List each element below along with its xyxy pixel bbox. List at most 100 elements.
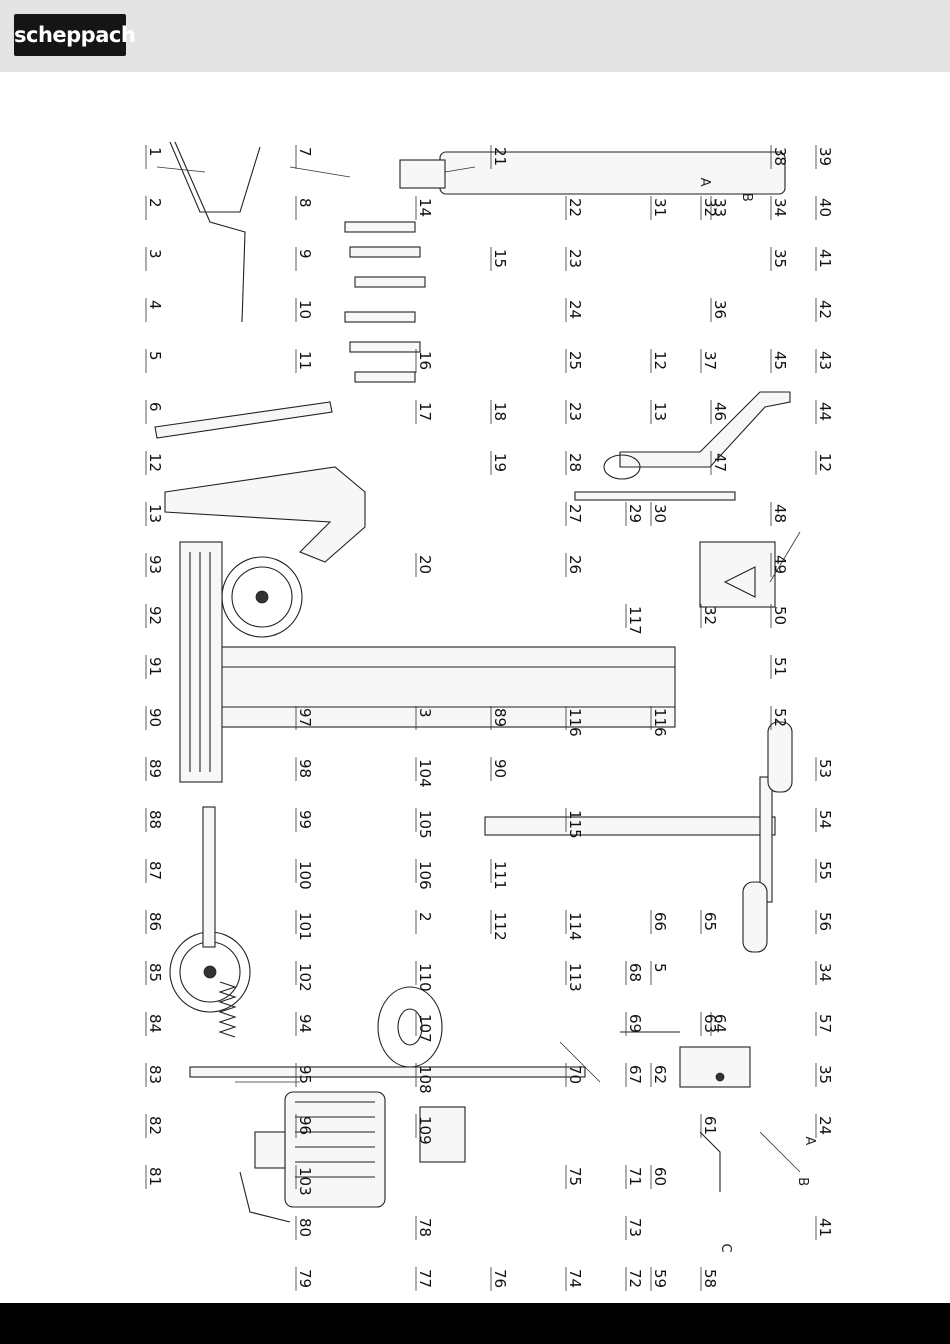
callout-41: 41 [816, 1218, 834, 1237]
return-spring [218, 981, 237, 1038]
callout-51: 51 [771, 657, 789, 676]
callout-13: 13 [146, 504, 164, 523]
callout-19: 19 [491, 453, 509, 472]
callout-44: 44 [816, 402, 834, 421]
callout-15: 15 [491, 249, 509, 268]
callout-5: 5 [651, 963, 669, 973]
callout-88: 88 [146, 810, 164, 829]
port-mark-A: A [697, 178, 712, 187]
callout-3: 3 [146, 249, 164, 259]
control-valve [679, 1046, 751, 1088]
callout-82: 82 [146, 1116, 164, 1135]
callout-57: 57 [816, 1014, 834, 1033]
callout-21: 21 [491, 147, 509, 166]
callout-62: 62 [651, 1065, 669, 1084]
callout-84: 84 [146, 1014, 164, 1033]
callout-20: 20 [416, 555, 434, 574]
callout-48: 48 [771, 504, 789, 523]
callout-78: 78 [416, 1218, 434, 1237]
callout-2: 2 [146, 198, 164, 208]
hydraulic-cylinder [399, 151, 786, 195]
callout-30: 30 [651, 504, 669, 523]
callout-10: 10 [296, 300, 314, 319]
callout-110: 110 [416, 963, 434, 992]
callout-87: 87 [146, 861, 164, 880]
callout-90: 90 [146, 708, 164, 727]
callout-102: 102 [296, 963, 314, 992]
diagram-canvas: 1234561213939291908988878685848382817891… [145, 141, 834, 1314]
callout-28: 28 [566, 453, 584, 472]
handle-grips [742, 721, 793, 953]
callout-72: 72 [626, 1269, 644, 1288]
callout-113: 113 [566, 963, 584, 992]
callout-27: 27 [566, 504, 584, 523]
callout-96: 96 [296, 1116, 314, 1135]
callout-55: 55 [816, 861, 834, 880]
callout-39: 39 [816, 147, 834, 166]
callout-69: 69 [626, 1014, 644, 1033]
callout-89: 89 [491, 708, 509, 727]
callout-90: 90 [491, 759, 509, 778]
callout-14: 14 [416, 198, 434, 217]
callout-86: 86 [146, 912, 164, 931]
callout-70: 70 [566, 1065, 584, 1084]
main-column [214, 646, 676, 728]
callout-49: 49 [771, 555, 789, 574]
callout-31: 31 [651, 198, 669, 217]
callout-117: 117 [626, 606, 644, 635]
port-mark-A: A [802, 1136, 817, 1145]
callout-93: 93 [146, 555, 164, 574]
callout-54: 54 [816, 810, 834, 829]
callout-97: 97 [296, 708, 314, 727]
callout-29: 29 [626, 504, 644, 523]
callout-92: 92 [146, 606, 164, 625]
callout-33: 33 [711, 198, 729, 217]
callout-100: 100 [296, 861, 314, 890]
callout-26: 26 [566, 555, 584, 574]
callout-11: 11 [296, 351, 314, 370]
callout-89: 89 [146, 759, 164, 778]
callout-65: 65 [701, 912, 719, 931]
callout-68: 68 [626, 963, 644, 982]
callout-111: 111 [491, 861, 509, 890]
callout-23: 23 [566, 249, 584, 268]
callout-9: 9 [296, 249, 314, 259]
guide-rod [189, 1066, 586, 1078]
callout-17: 17 [416, 402, 434, 421]
callout-7: 7 [296, 147, 314, 157]
callout-115: 115 [566, 810, 584, 839]
callout-63: 63 [701, 1014, 719, 1033]
callout-60: 60 [651, 1167, 669, 1186]
handle-bar [169, 141, 261, 323]
callout-32: 32 [701, 198, 719, 217]
callout-58: 58 [701, 1269, 719, 1288]
callout-59: 59 [651, 1269, 669, 1288]
callout-12: 12 [816, 453, 834, 472]
callout-35: 35 [771, 249, 789, 268]
callout-45: 45 [771, 351, 789, 370]
callout-75: 75 [566, 1167, 584, 1186]
callout-5: 5 [146, 351, 164, 361]
callout-42: 42 [816, 300, 834, 319]
callout-114: 114 [566, 912, 584, 941]
callout-73: 73 [626, 1218, 644, 1237]
callout-43: 43 [816, 351, 834, 370]
callout-116: 116 [651, 708, 669, 737]
header-bar: scheppach [0, 0, 950, 72]
callout-56: 56 [816, 912, 834, 931]
hydraulic-hoses [239, 1031, 721, 1223]
callout-layer: 1234561213939291908988878685848382817891… [145, 145, 834, 1291]
callout-66: 66 [651, 912, 669, 931]
callout-80: 80 [296, 1218, 314, 1237]
callout-107: 107 [416, 1014, 434, 1043]
callout-50: 50 [771, 606, 789, 625]
callout-34: 34 [816, 963, 834, 982]
callout-52: 52 [771, 708, 789, 727]
callout-71: 71 [626, 1167, 644, 1186]
callout-112: 112 [491, 912, 509, 941]
callout-79: 79 [296, 1269, 314, 1288]
callout-40: 40 [816, 198, 834, 217]
callout-47: 47 [711, 453, 729, 472]
callout-64: 64 [711, 1014, 729, 1033]
linkage-strip [154, 401, 333, 439]
